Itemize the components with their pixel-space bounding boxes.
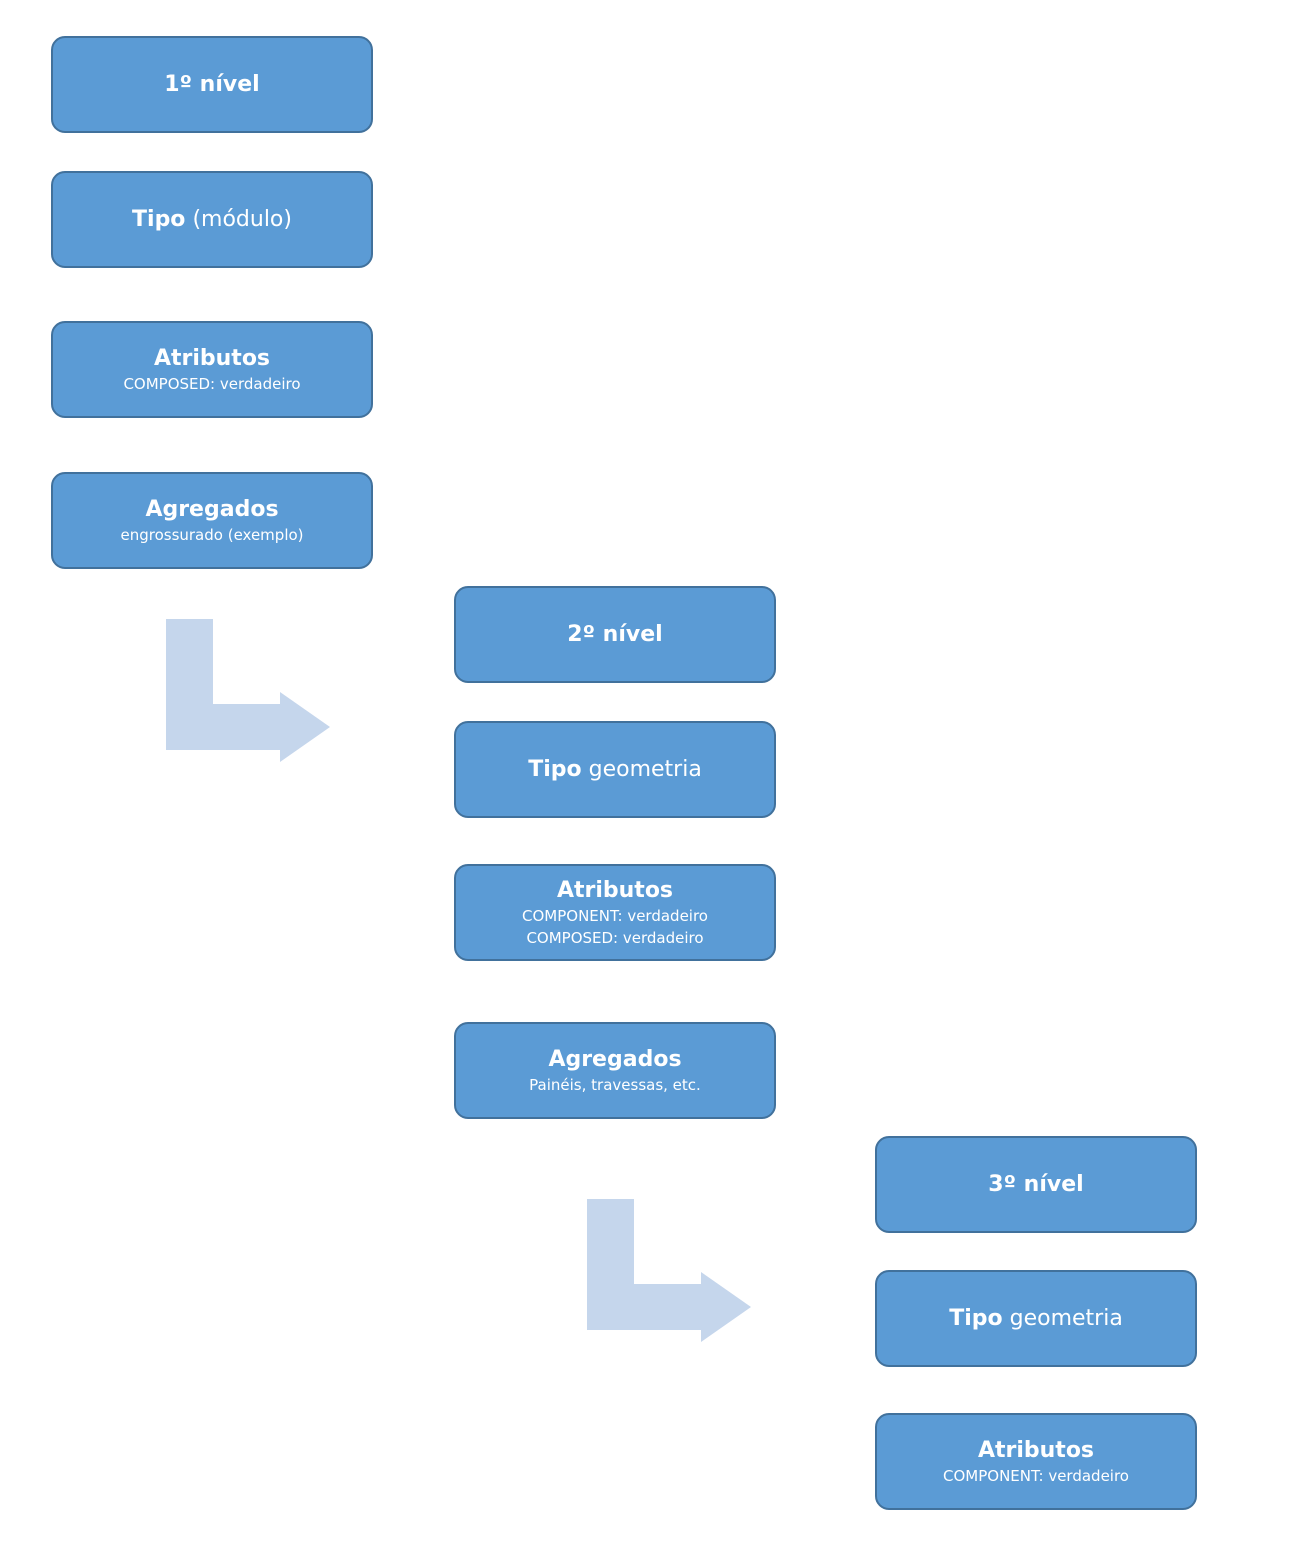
level-1-tipo-box: Tipo (módulo) (51, 171, 373, 268)
level-3-atributos-title: Atributos (977, 1437, 1095, 1463)
level-3-tipo-box: Tipo geometria (875, 1270, 1197, 1367)
level-3-header: 3º nível (988, 1171, 1084, 1197)
level-1-agregados-title: Agregados (145, 496, 279, 522)
level-3-tipo-label: Tipo (949, 1305, 1003, 1331)
level-2-atributos-line-1: COMPONENT: verdadeiro (522, 906, 708, 925)
level-3-header-box: 3º nível (875, 1136, 1197, 1233)
level-2-atributos-box: Atributos COMPONENT: verdadeiro COMPOSED… (454, 864, 776, 961)
level-3-tipo-value: geometria (1009, 1305, 1123, 1331)
level-3-tipo: Tipo geometria (949, 1305, 1123, 1333)
level-1-tipo: Tipo (módulo) (132, 206, 292, 234)
level-1-atributos-line: COMPOSED: verdadeiro (123, 374, 301, 393)
level-2-tipo-box: Tipo geometria (454, 721, 776, 818)
level-2-tipo: Tipo geometria (528, 756, 702, 784)
level-2-agregados-box: Agregados Painéis, travessas, etc. (454, 1022, 776, 1119)
level-1-agregados-box: Agregados engrossurado (exemplo) (51, 472, 373, 569)
level-1-header: 1º nível (164, 71, 260, 97)
bent-arrow-1 (166, 619, 330, 762)
level-2-header: 2º nível (567, 621, 663, 647)
level-1-tipo-label: Tipo (132, 206, 186, 232)
arrow-fill (166, 619, 330, 762)
level-2-agregados-line: Painéis, travessas, etc. (529, 1075, 701, 1094)
level-1-header-box: 1º nível (51, 36, 373, 133)
level-3-atributos-line: COMPONENT: verdadeiro (943, 1466, 1129, 1485)
level-1-tipo-value: (módulo) (192, 206, 292, 232)
level-2-atributos-title: Atributos (556, 877, 674, 903)
level-1-atributos-title: Atributos (153, 345, 271, 371)
level-1-agregados-line: engrossurado (exemplo) (120, 525, 304, 544)
level-2-agregados-title: Agregados (548, 1046, 682, 1072)
level-3-atributos-box: Atributos COMPONENT: verdadeiro (875, 1413, 1197, 1510)
level-2-atributos-line-2: COMPOSED: verdadeiro (526, 928, 704, 947)
arrow-fill (587, 1199, 751, 1342)
level-1-atributos-box: Atributos COMPOSED: verdadeiro (51, 321, 373, 418)
level-2-tipo-value: geometria (588, 756, 702, 782)
bent-arrow-2 (587, 1199, 751, 1342)
level-2-tipo-label: Tipo (528, 756, 582, 782)
level-2-header-box: 2º nível (454, 586, 776, 683)
